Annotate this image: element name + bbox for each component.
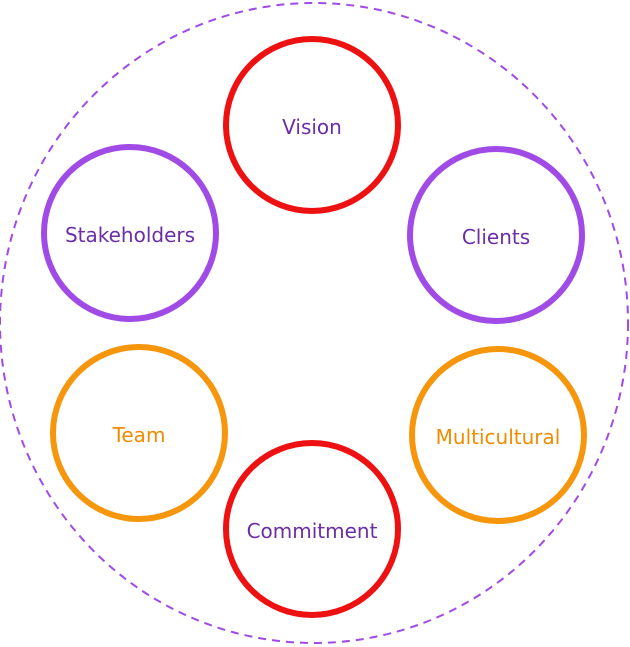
vision-label: Vision [282, 115, 342, 139]
node-clients: Clients [407, 146, 585, 324]
node-stakeholders: Stakeholders [41, 144, 219, 322]
node-team: Team [50, 344, 228, 522]
commitment-ring [223, 440, 401, 618]
vision-ring [223, 36, 401, 214]
team-ring [50, 344, 228, 522]
clients-ring [407, 146, 585, 324]
clients-label: Clients [462, 225, 530, 249]
commitment-label: Commitment [247, 519, 378, 543]
stakeholders-label: Stakeholders [65, 223, 195, 247]
node-vision: Vision [223, 36, 401, 214]
multicultural-ring [409, 346, 587, 524]
node-multicultural: Multicultural [409, 346, 587, 524]
stakeholders-ring [41, 144, 219, 322]
team-label: Team [112, 423, 166, 447]
node-commitment: Commitment [223, 440, 401, 618]
multicultural-label: Multicultural [436, 425, 561, 449]
